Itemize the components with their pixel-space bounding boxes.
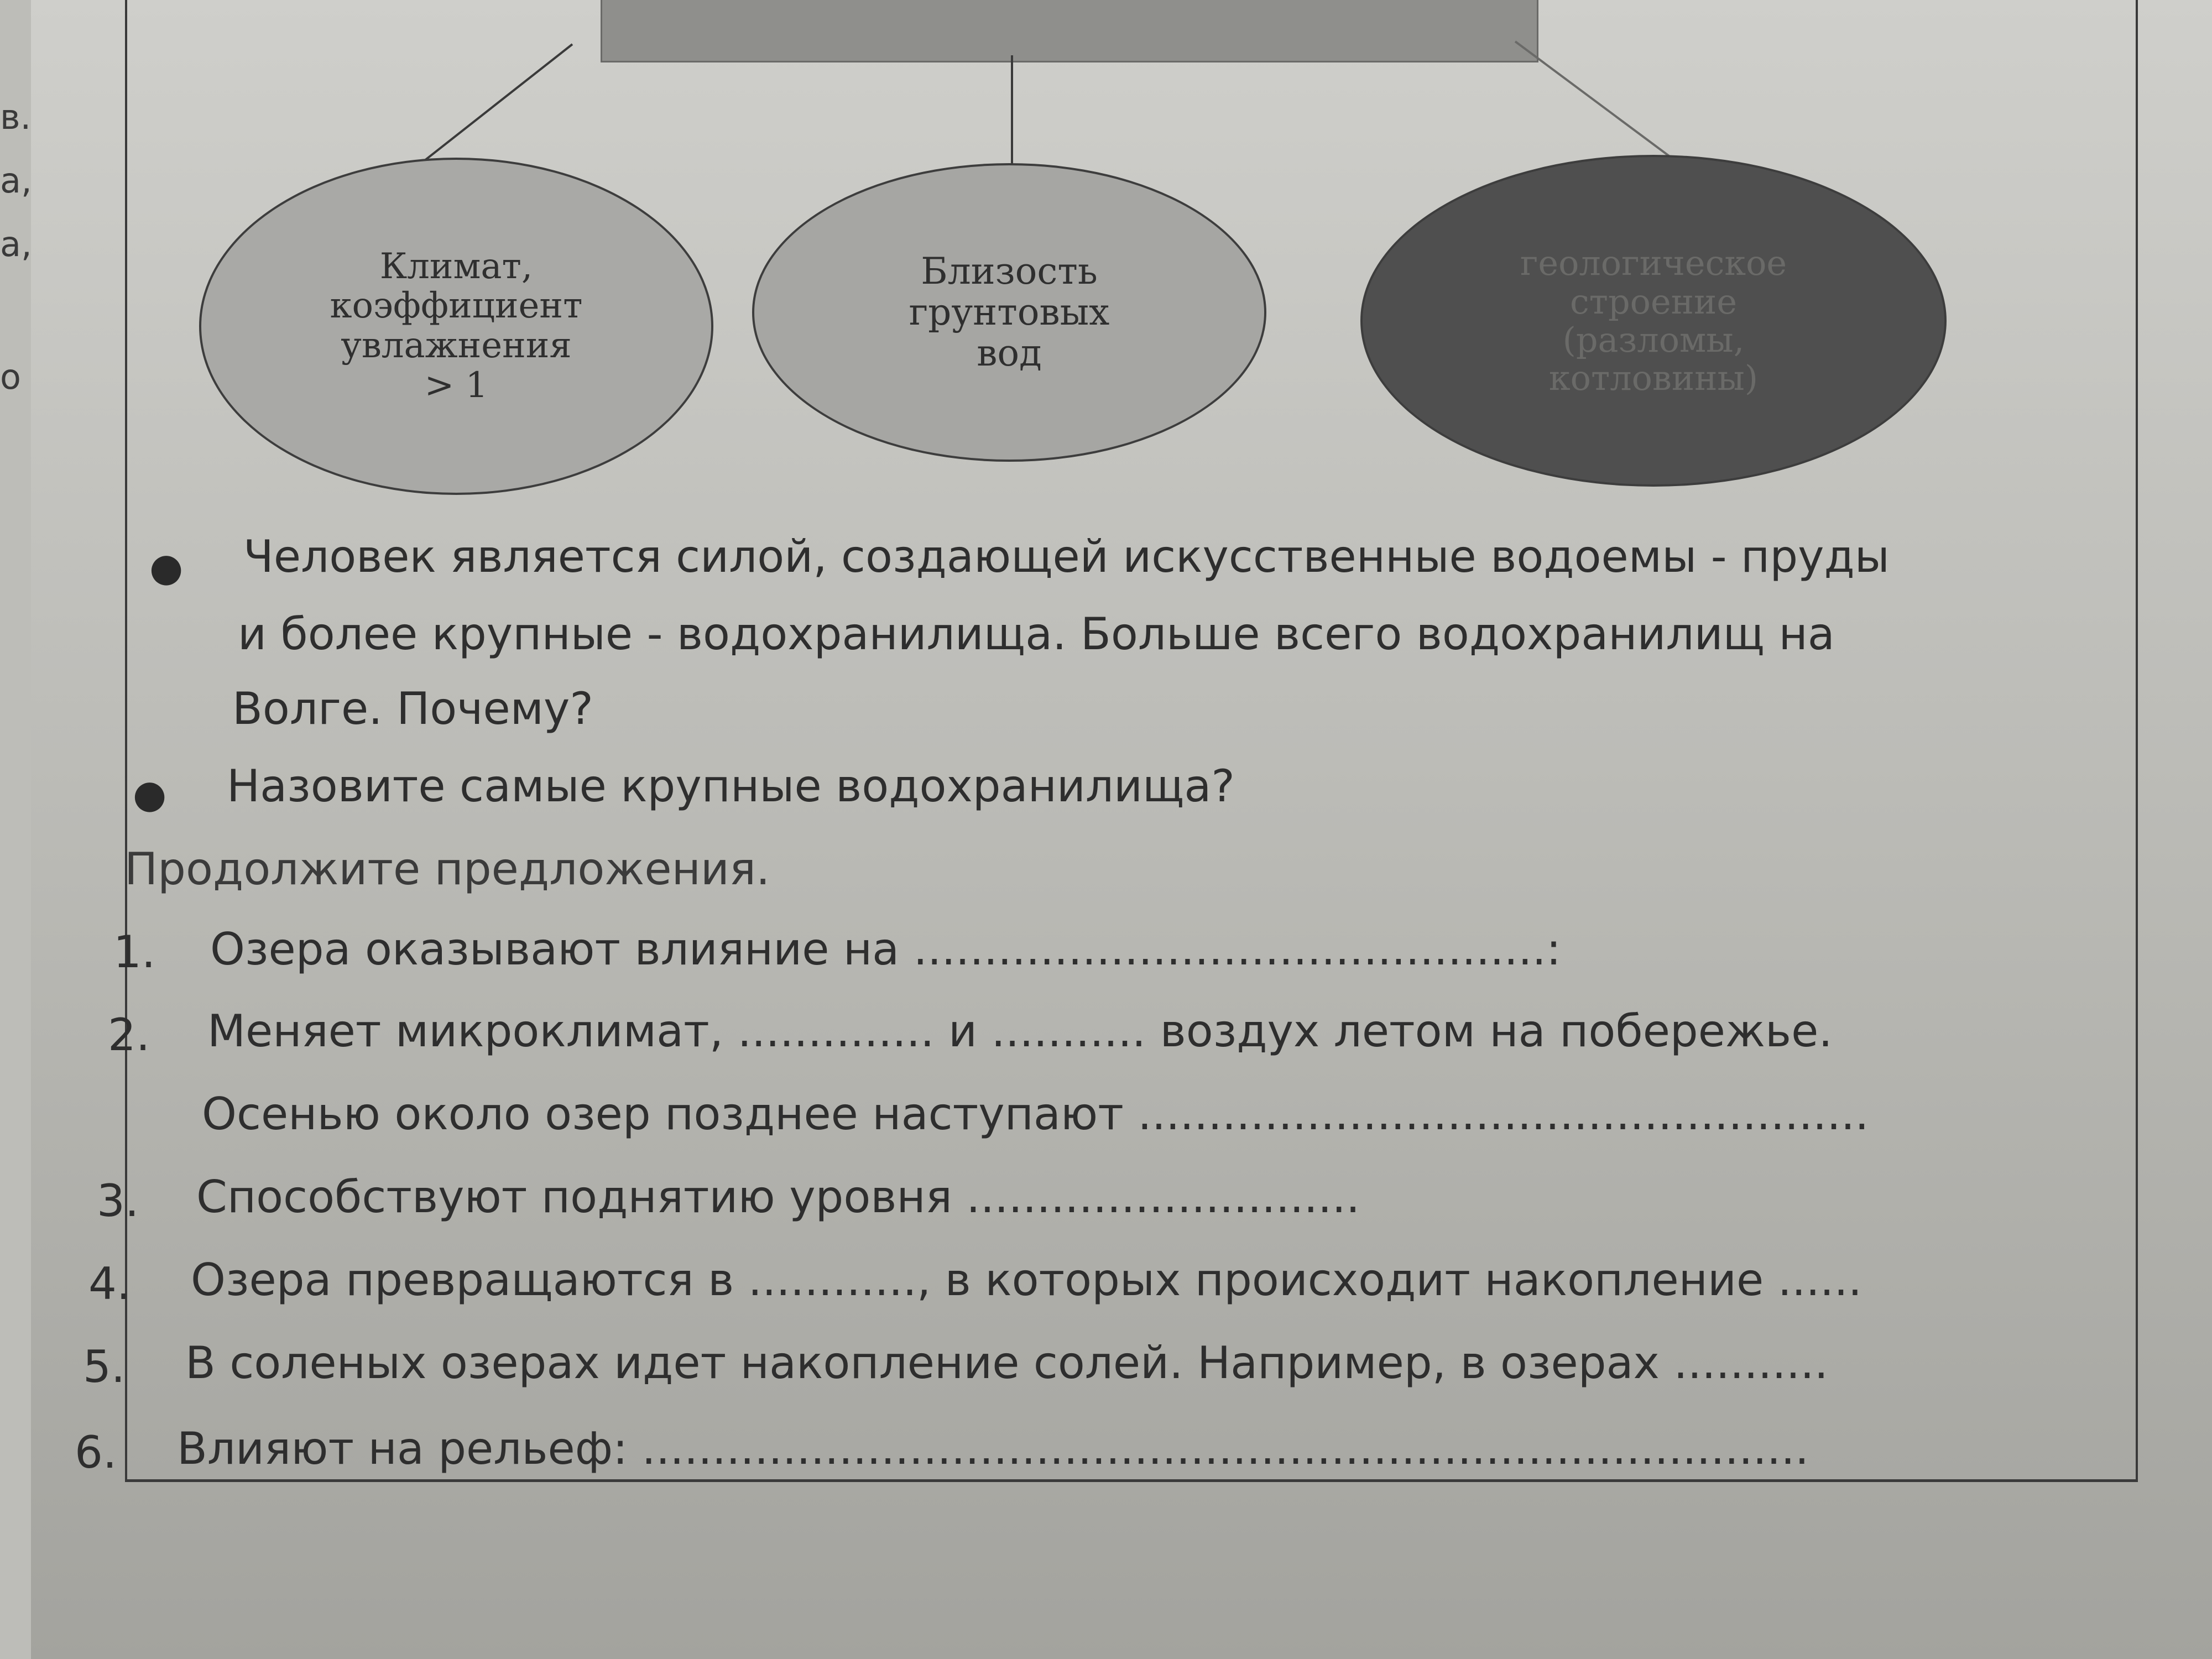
exercise-item: Способствуют поднятию уровня ...........…: [196, 1171, 1360, 1223]
ellipse-text: грунтовых: [909, 291, 1110, 334]
ellipse-text: Близость: [921, 250, 1098, 293]
ellipse-text: геологическое: [1520, 243, 1787, 284]
ellipse-groundwater: Близость грунтовых вод: [752, 163, 1266, 462]
item-number: 5.: [83, 1341, 126, 1392]
bullet-text: Назовите самые крупные водохранилища?: [227, 760, 1235, 812]
item-number: 2.: [108, 1009, 150, 1061]
ellipse-text: коэффициент: [330, 285, 583, 327]
bullet-dot: ●: [133, 771, 167, 817]
ellipse-text: увлажнения: [341, 325, 572, 366]
exercise-item: Озера оказывают влияние на .............…: [210, 924, 1561, 975]
ellipse-text: > 1: [424, 364, 488, 406]
diagram-top-box: [601, 0, 1538, 62]
item-number: 3.: [97, 1175, 139, 1227]
bullet-text: и более крупные - водохранилища. Больше …: [238, 608, 1835, 660]
ellipse-text: (разломы,: [1562, 320, 1745, 360]
left-page-fragment: а,: [0, 224, 32, 264]
bullet-text: Волге. Почему?: [232, 683, 593, 734]
exercise-item: Озера превращаются в ............, в кот…: [191, 1254, 1863, 1306]
exercise-item: Меняет микроклимат, .............. и ...…: [207, 1005, 1833, 1057]
item-number: 4.: [88, 1258, 131, 1310]
item-number: 6.: [75, 1427, 117, 1478]
ellipse-text: вод: [977, 331, 1042, 374]
bullet-text: Человек является силой, создающей искусс…: [243, 531, 1890, 582]
bullet-dot: ●: [149, 545, 184, 590]
left-page-fragment: а,: [0, 160, 32, 201]
ellipse-text: котловины): [1548, 358, 1759, 399]
exercise-heading: Продолжите предложения.: [124, 843, 770, 895]
exercise-item: Осенью около озер позднее наступают ....…: [202, 1088, 1869, 1140]
left-page-fragment: в.: [0, 97, 32, 137]
ellipse-text: Климат,: [379, 246, 533, 287]
ellipse-climate: Климат, коэффициент увлажнения > 1: [199, 158, 713, 495]
ellipse-text: строение: [1569, 281, 1738, 322]
content-frame: [125, 0, 2138, 1482]
left-page-fragment: о: [0, 357, 21, 397]
exercise-item: В соленых озерах идет накопление солей. …: [185, 1337, 1829, 1389]
item-number: 1.: [113, 926, 156, 978]
exercise-item: Влияют на рельеф: ......................…: [177, 1423, 1809, 1474]
adjacent-page-edge: в. а, а, о: [0, 0, 32, 1659]
ellipse-geology: геологическое строение (разломы, котлови…: [1360, 155, 1947, 487]
